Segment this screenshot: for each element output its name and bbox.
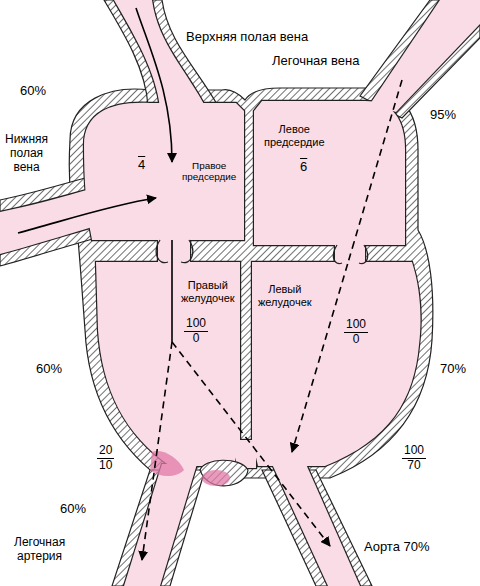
valve-leaflet xyxy=(156,240,168,263)
lumen-fill xyxy=(254,101,405,245)
saturation-value: 60% xyxy=(60,502,86,517)
lumen-fill xyxy=(158,236,190,266)
label-group: 70% xyxy=(440,362,466,377)
saturation-value: 60% xyxy=(20,84,46,99)
vessel-wall xyxy=(0,176,96,266)
chamber-label: Левый желудочек xyxy=(258,283,312,308)
heart-chamber: 4 Правое предсердие xyxy=(90,105,244,240)
lumen-fill xyxy=(370,0,480,112)
lumen-fill xyxy=(272,464,360,586)
saturation-value: 70% xyxy=(440,362,466,377)
vessel-label: Нижняя полая вена xyxy=(5,133,48,174)
lumen-fill xyxy=(0,188,96,254)
vessel-label: Верхняя полая вена xyxy=(186,30,308,45)
pressure-value: 6 xyxy=(300,160,307,175)
label-group: 60% xyxy=(60,502,86,517)
chamber-label: Правый желудочек xyxy=(181,279,235,304)
heart-chamber: Правый желудочек 1000 xyxy=(100,265,240,460)
label-group: Легочная вена xyxy=(272,54,359,69)
valve-leaflet xyxy=(181,240,193,263)
lumen-fill xyxy=(114,0,206,108)
label-group: 60% xyxy=(36,362,62,377)
label-group: Верхняя полая вена xyxy=(186,30,308,45)
flow-arrows xyxy=(18,8,402,560)
lumen-outline xyxy=(252,262,421,466)
text-group: 4 xyxy=(138,158,145,173)
saturation-value: 95% xyxy=(430,108,456,123)
text-group: Правый желудочек xyxy=(181,279,235,304)
lumen-outline xyxy=(0,188,96,254)
lumen-outline xyxy=(370,0,480,112)
lumen-outline xyxy=(124,464,197,586)
lumen-outline xyxy=(84,103,244,240)
lumen-outline xyxy=(254,101,405,245)
pressure-value: 70 xyxy=(407,459,420,473)
chamber-label: Левое предсердие xyxy=(264,123,325,148)
vessel-label: Легочная вена xyxy=(272,54,359,69)
lumen-fill xyxy=(84,103,244,240)
label-group: 2010 xyxy=(97,444,114,473)
lumen-fill xyxy=(252,262,421,466)
text-group: 1000 xyxy=(184,317,208,346)
stenosis-mark xyxy=(202,470,230,486)
label-group: 10070 xyxy=(402,444,426,473)
flow-line xyxy=(171,265,173,342)
pressure-value: 0 xyxy=(193,332,200,346)
valve-leaflet xyxy=(359,245,368,264)
chamber-label: Правое предсердие xyxy=(182,160,236,183)
lumen-fill xyxy=(96,262,240,466)
heart-wall xyxy=(69,88,433,478)
flow-line xyxy=(354,80,402,242)
vessel-wall xyxy=(360,0,480,118)
text-group: Левый желудочек xyxy=(258,283,312,308)
label-group: Легочная артерия xyxy=(14,536,65,564)
pressure-value: 20 xyxy=(97,444,114,459)
label-group: Аорта 70% xyxy=(364,540,430,555)
crista-bump xyxy=(200,460,248,486)
flow-connector xyxy=(171,240,173,265)
label-group: 95% xyxy=(430,108,456,123)
label-group: 60% xyxy=(20,84,46,99)
vessel-label: Аорта 70% xyxy=(364,540,430,555)
valve-leaflets xyxy=(156,240,367,264)
heart-chamber: Левое предсердие 6 xyxy=(256,105,404,242)
pressure-value: 100 xyxy=(402,444,426,459)
text-group: 1000 xyxy=(344,318,368,347)
valve-leaflet xyxy=(333,245,342,264)
flow-arrow xyxy=(18,198,156,233)
lumen-outline xyxy=(96,262,240,466)
heart-chamber: Левый желудочек 1000 xyxy=(252,264,417,459)
lumen-fill xyxy=(124,464,197,586)
text-group: Левое предсердие xyxy=(264,123,325,148)
flow-connector xyxy=(348,242,355,264)
pressure-value: 10 xyxy=(99,459,112,473)
lumen-outline xyxy=(272,464,360,586)
vessel-label: Легочная артерия xyxy=(14,536,65,564)
pressure-value: 0 xyxy=(353,333,360,347)
text-group: 6 xyxy=(300,160,307,175)
lumen-outline xyxy=(114,0,206,108)
lumen-outline xyxy=(158,236,190,266)
pressure-value: 100 xyxy=(344,318,368,333)
pressure-value: 100 xyxy=(184,317,208,332)
saturation-value: 60% xyxy=(36,362,62,377)
text-group: Правое предсердие xyxy=(182,160,236,183)
flow-arrow xyxy=(172,342,330,546)
pressure-value: 4 xyxy=(138,158,145,173)
label-group: Нижняя полая вена xyxy=(5,133,48,174)
flow-arrow xyxy=(136,8,172,162)
flow-arrow xyxy=(142,342,172,560)
